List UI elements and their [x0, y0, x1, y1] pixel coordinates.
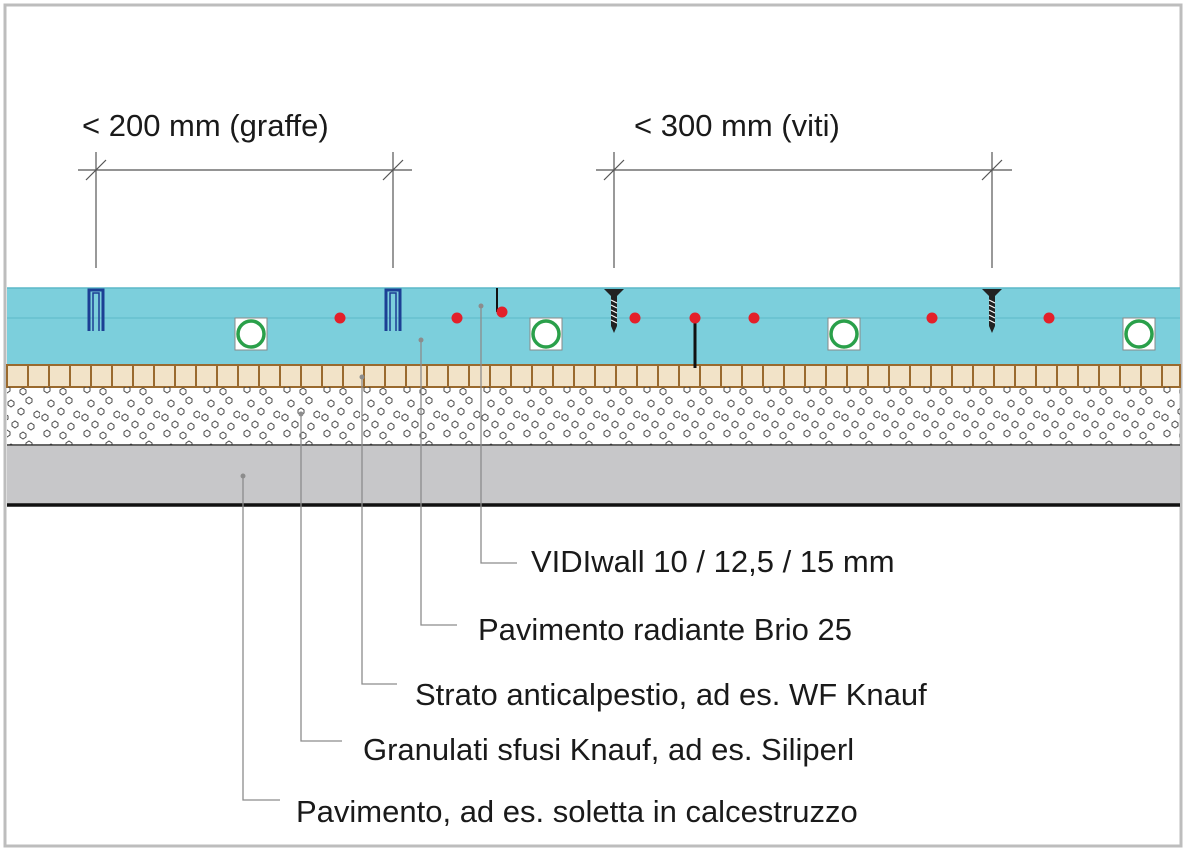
dimension-screws: [596, 152, 1012, 268]
label-strato: Strato anticalpestio, ad es. WF Knauf: [415, 677, 927, 712]
board-layer: [7, 287, 1180, 365]
red-dot: [689, 312, 701, 324]
red-dot: [1043, 312, 1055, 324]
leader-strato: [361, 377, 397, 685]
leader-points: [240, 303, 484, 479]
label-granulati: Granulati sfusi Knauf, ad es. Siliperl: [363, 732, 854, 767]
label-brio: Pavimento radiante Brio 25: [478, 612, 852, 647]
dimension-label-staples: < 200 mm (graffe): [82, 108, 329, 143]
heating-pipe-icon: [1122, 317, 1156, 351]
label-pavimento: Pavimento, ad es. soletta in calcestruzz…: [296, 794, 858, 829]
dimension-staples: [78, 152, 412, 268]
red-dot: [334, 312, 346, 324]
staple-clip-icon: [384, 288, 402, 331]
heating-pipe-icon: [827, 317, 861, 351]
insulation-layer: [6, 364, 1181, 388]
dimension-label-screws: < 300 mm (viti): [634, 108, 840, 143]
leader-vidiwall: [480, 306, 517, 564]
red-dot: [748, 312, 760, 324]
screw-icon: [604, 289, 624, 333]
screw-icon: [982, 289, 1002, 333]
red-dot-markers: [334, 306, 1055, 324]
label-vidiwall: VIDIwall 10 / 12,5 / 15 mm: [531, 544, 895, 579]
red-dot: [629, 312, 641, 324]
granulate-layer: [7, 387, 1180, 446]
concrete-slab: [7, 446, 1180, 507]
heating-pipe-icon: [529, 317, 563, 351]
red-dot: [451, 312, 463, 324]
leader-lines: [242, 306, 517, 801]
leader-granulati: [300, 414, 342, 742]
red-dot: [496, 306, 508, 318]
red-dot: [926, 312, 938, 324]
leader-brio: [420, 340, 457, 626]
staple-clip-icon: [87, 288, 105, 331]
leader-pavimento: [242, 476, 280, 801]
heating-pipe-icon: [234, 317, 268, 351]
